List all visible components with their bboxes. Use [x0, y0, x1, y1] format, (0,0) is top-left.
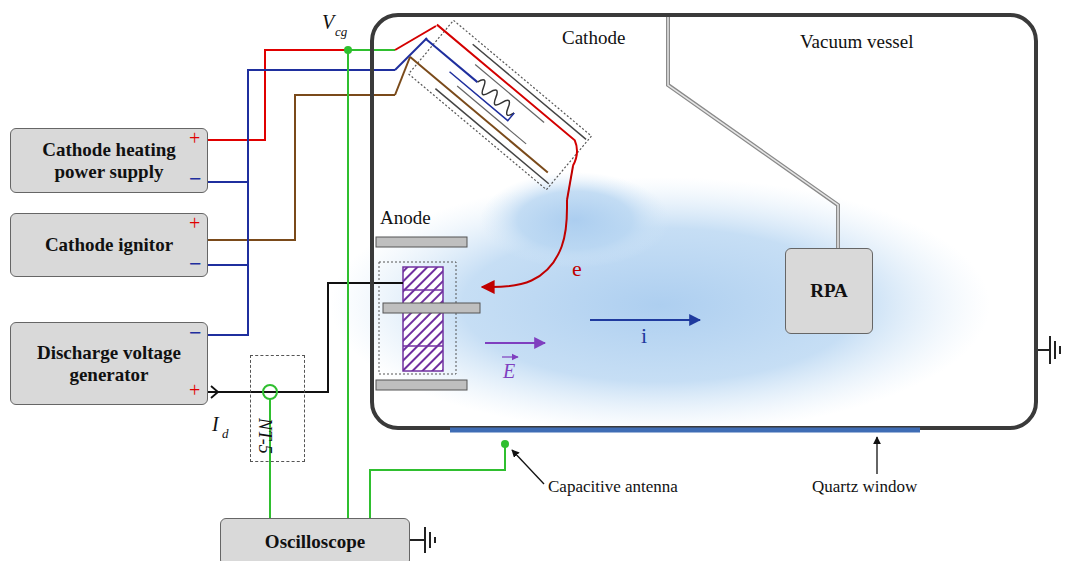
wire: [208, 70, 395, 182]
leader-arrow: [876, 437, 877, 474]
antenna-dot: [501, 440, 509, 448]
signal-name: I: [212, 414, 219, 434]
polarity-sign: +: [189, 213, 200, 233]
node-label: Cathode: [562, 28, 625, 49]
power-supply-box: Cathode ignitor: [10, 213, 208, 277]
field-label: E: [503, 361, 515, 381]
anode-assembly-drawing: [375, 205, 482, 395]
ion-label: i: [641, 325, 647, 347]
ground-symbol: [1038, 336, 1060, 364]
node-label: RPA: [810, 280, 848, 302]
part-label: Quartz window: [812, 478, 917, 495]
node-label: Oscilloscope: [265, 531, 365, 553]
current-probe: [263, 385, 277, 399]
particle-label: e: [572, 258, 582, 280]
plasma-plume: [480, 172, 670, 268]
vcg-junction: [344, 46, 352, 54]
polarity-sign: +: [189, 380, 200, 400]
power-supply-box: Cathode heating power supply: [10, 128, 208, 193]
wire: [208, 283, 375, 392]
polarity-sign: −: [189, 322, 202, 344]
quartz-window: [450, 428, 920, 433]
node-label: Anode: [380, 208, 431, 229]
part-label: Capacitive antenna: [548, 478, 678, 495]
signal-name: V: [322, 12, 334, 32]
signal-subscript: d: [222, 427, 229, 440]
node-label: Cathode ignitor: [45, 234, 173, 256]
oscilloscope-box: Oscilloscope: [220, 518, 410, 561]
wire: [269, 462, 271, 518]
node-label: Vacuum vessel: [800, 32, 913, 53]
wire: [482, 200, 567, 287]
node-label: NT-5: [254, 418, 274, 454]
node-label: Discharge voltage generator: [34, 342, 184, 386]
wire: [208, 70, 395, 265]
antenna-wire: [370, 444, 505, 518]
wire: [208, 70, 395, 335]
power-supply-box: Discharge voltage generator: [10, 322, 208, 405]
field-arrow: [485, 342, 545, 344]
ion-arrow: [590, 319, 700, 321]
anode-assembly: Anode: [375, 205, 482, 395]
vacuum-vessel: CathodeAnodeRPA Vacuum vessel: [370, 13, 1038, 430]
cathode-assembly: Cathode: [395, 5, 645, 200]
leader-arrow: [512, 450, 544, 484]
signal-subscript: cg: [335, 25, 347, 38]
node-label: Cathode heating power supply: [34, 139, 184, 183]
polarity-sign: +: [189, 128, 200, 148]
rpa-box: RPA: [785, 248, 873, 334]
current-probe-box: NT-5: [250, 355, 305, 462]
polarity-sign: −: [189, 168, 202, 190]
vector-arrow: [502, 356, 518, 357]
polarity-sign: −: [189, 253, 202, 275]
wire: [208, 95, 395, 240]
current-direction: [211, 386, 218, 398]
ground-symbol: [410, 527, 435, 553]
